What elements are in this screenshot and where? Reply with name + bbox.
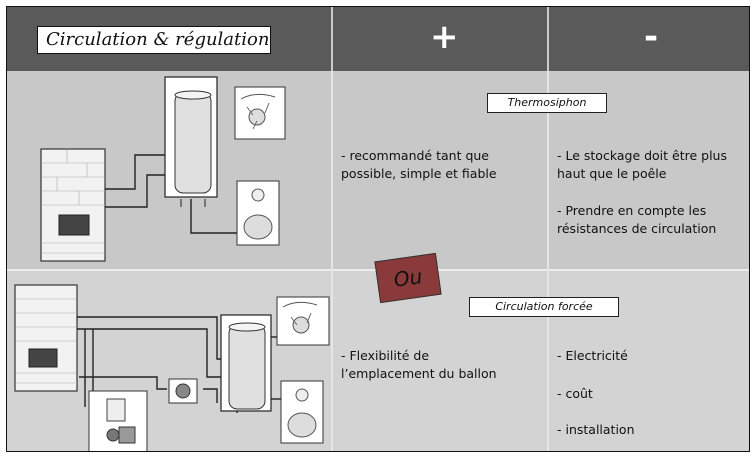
slide-title: Circulation & régulation <box>37 26 271 54</box>
header-cell-plus <box>333 7 547 71</box>
forced-cons-3: - installation <box>557 422 635 437</box>
thermosiphon-label: Thermosiphon <box>487 93 607 113</box>
thermosiphon-cons-2: - Prendre en compte les résistances de c… <box>557 202 716 238</box>
stove-icon <box>14 284 78 392</box>
forced-circulation-label: Circulation forcée <box>469 297 619 317</box>
thermosiphon-pros: - recommandé tant que possible, simple e… <box>341 147 497 183</box>
forced-cons-2: - coût <box>557 386 593 401</box>
or-separator: Ou <box>374 252 442 304</box>
shower-icon <box>234 86 286 140</box>
pros-line: - recommandé tant que <box>341 148 489 163</box>
row-thermosiphon <box>7 73 749 269</box>
shower-icon <box>276 296 330 346</box>
column-divider-1 <box>331 71 333 451</box>
header-cell-minus <box>549 7 749 71</box>
pump-icon <box>168 378 198 404</box>
water-tank-icon <box>164 76 218 207</box>
column-divider-2 <box>547 71 549 451</box>
minus-header: - <box>644 17 659 57</box>
bath-icon <box>280 380 324 444</box>
pros-line: possible, simple et fiable <box>341 166 497 181</box>
cons-line: haut que le poêle <box>557 166 667 181</box>
header-cell-title: Circulation & régulation <box>7 7 331 71</box>
plus-header: + <box>430 17 459 57</box>
forced-cons-1: - Electricité <box>557 348 628 363</box>
thermosiphon-cons-1: - Le stockage doit être plus haut que le… <box>557 147 727 183</box>
controller-icon <box>88 390 148 451</box>
forced-pros: - Flexibilité de l’emplacement du ballon <box>341 347 497 383</box>
pros-line: l’emplacement du ballon <box>341 366 497 381</box>
thermosiphon-diagram <box>14 76 330 451</box>
slide: Circulation & régulation + - <box>6 6 750 452</box>
cons-line: résistances de circulation <box>557 221 717 236</box>
stove-icon <box>40 148 106 262</box>
water-tank-icon <box>220 314 272 412</box>
bath-icon <box>236 180 280 246</box>
cons-line: - Le stockage doit être plus <box>557 148 727 163</box>
pros-line: - Flexibilité de <box>341 348 430 363</box>
cons-line: - Prendre en compte les <box>557 203 707 218</box>
